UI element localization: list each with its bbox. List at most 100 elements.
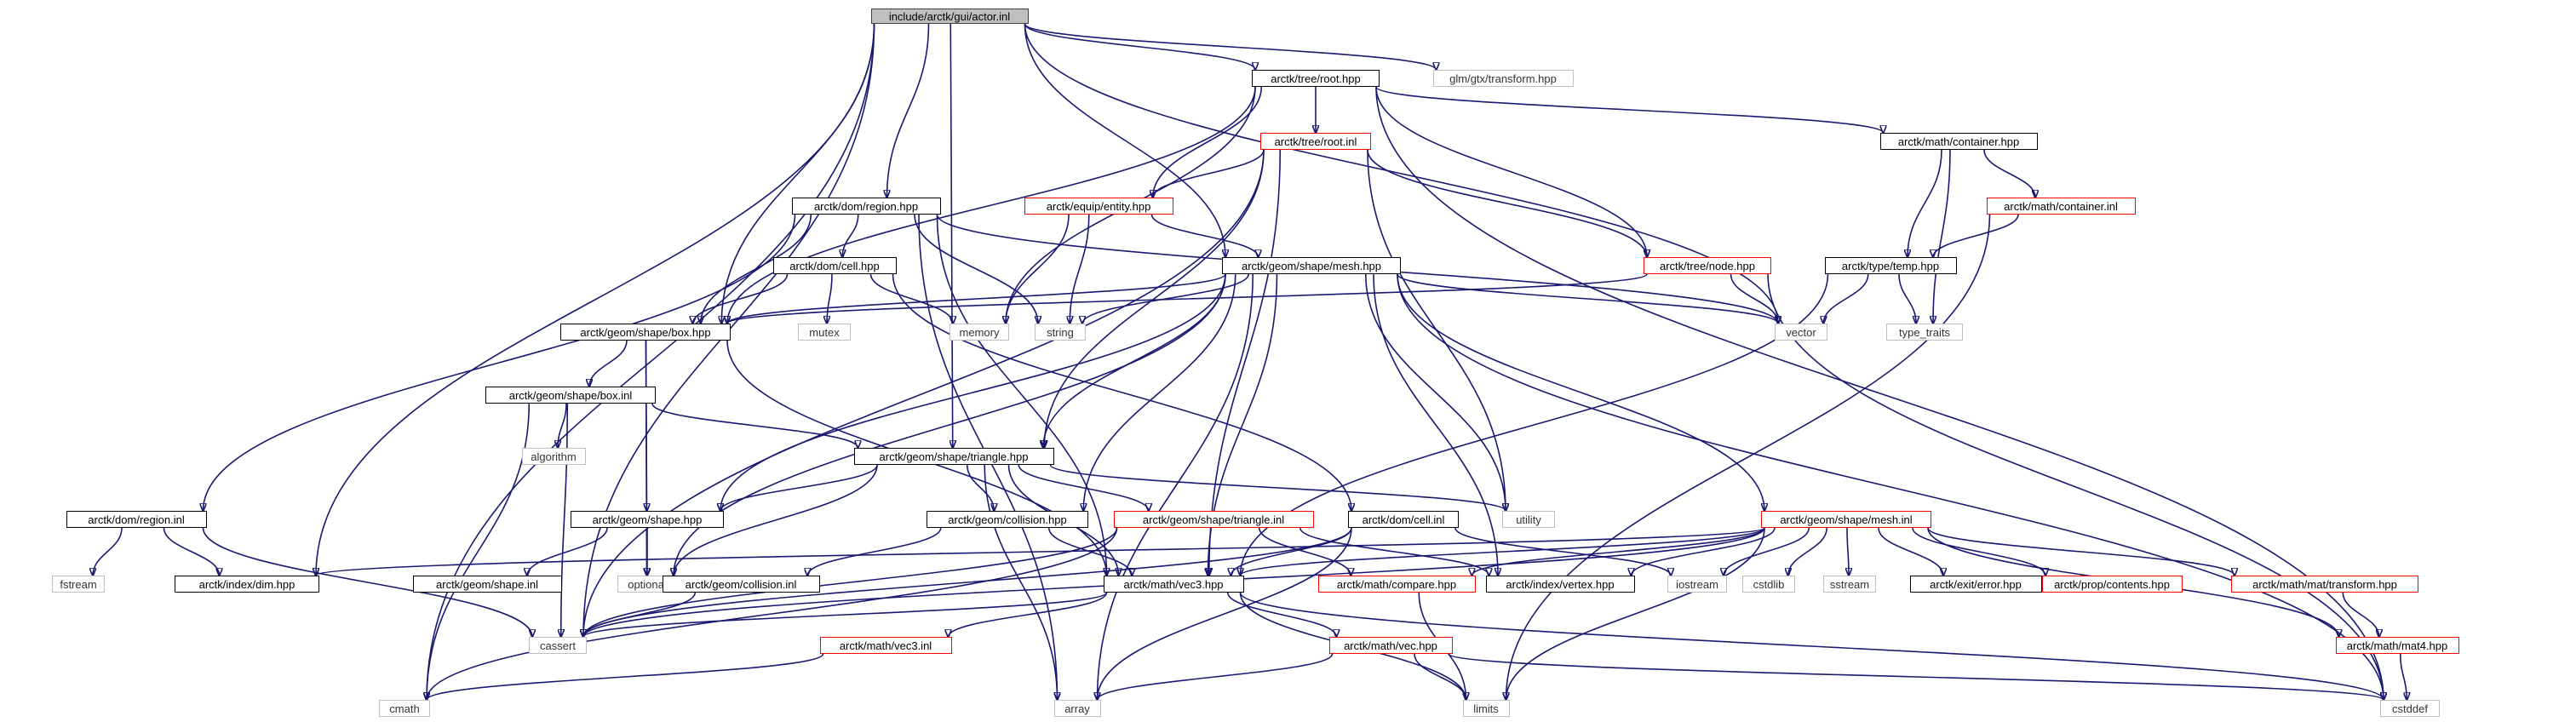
edge-shape-mesh-hpp-to-shape-box-hpp <box>727 273 1226 324</box>
edge-actor-inl-to-tree-root-hpp <box>1024 23 1256 70</box>
edge-shape-triangle-inl-to-cassert <box>583 527 1118 637</box>
edge-math-container-hpp-to-math-container-inl <box>1983 149 2035 198</box>
edge-actor-inl-to-glm-transform <box>1024 23 1437 70</box>
edge-tree-root-inl-to-shape-triangle-hpp <box>1044 149 1265 448</box>
node-vector: vector <box>1775 324 1827 341</box>
edge-shape-mesh-inl-to-mat-transform-hpp <box>1927 527 2235 576</box>
edge-shape-mesh-inl-to-cstdlib <box>1788 527 1828 576</box>
edge-dom-region-inl-to-fstream <box>93 527 123 576</box>
edge-shape-mesh-inl-to-iostream <box>1724 527 1810 576</box>
edge-math-vec3-hpp-to-cassert <box>583 592 1108 637</box>
edge-math-vec3-hpp-to-math-vec-hpp <box>1226 592 1337 637</box>
edge-dom-cell-hpp-to-memory <box>869 273 954 324</box>
edge-shape-mesh-hpp-to-math-vec3-hpp <box>1208 273 1278 576</box>
edge-shape-mesh-inl-to-index-dim-hpp <box>316 527 1765 576</box>
edge-dom-region-hpp-to-dom-cell-hpp <box>842 214 859 257</box>
edge-shape-box-hpp-to-shape-box-inl <box>589 340 628 387</box>
edge-tree-root-inl-to-cassert <box>583 149 1265 637</box>
node-dom-cell-hpp[interactable]: arctk/dom/cell.hpp <box>772 257 897 274</box>
edge-shape-triangle-hpp-to-geom-collision-hpp <box>966 464 995 511</box>
node-math-container-inl[interactable]: arctk/math/container.inl <box>1986 198 2136 215</box>
node-tree-node-hpp[interactable]: arctk/tree/node.hpp <box>1644 257 1771 274</box>
node-cstdlib: cstdlib <box>1742 576 1795 593</box>
node-dom-region-hpp[interactable]: arctk/dom/region.hpp <box>791 198 941 215</box>
edge-tree-root-hpp-to-math-container-hpp <box>1375 86 1884 133</box>
edge-tree-root-hpp-to-equip-entity-hpp <box>1153 86 1263 198</box>
edge-math-mat4-hpp-to-cstddef <box>2399 653 2407 700</box>
node-shape-box-inl[interactable]: arctk/geom/shape/box.inl <box>485 387 656 404</box>
edge-tree-node-hpp-to-cstddef <box>1767 273 2384 700</box>
edge-shape-mesh-inl-to-index-vertex-hpp <box>1632 527 1776 576</box>
edge-dom-cell-inl-to-math-vec3-hpp <box>1231 527 1352 576</box>
node-actor-inl: include/arctk/gui/actor.inl <box>870 9 1029 24</box>
node-memory: memory <box>950 324 1009 341</box>
edge-type-temp-hpp-to-math-vec3-hpp <box>1241 273 1829 576</box>
node-math-vec3-hpp[interactable]: arctk/math/vec3.hpp <box>1103 576 1244 593</box>
node-shape-box-hpp[interactable]: arctk/geom/shape/box.hpp <box>560 324 731 341</box>
edge-tree-root-inl-to-tree-node-hpp <box>1367 149 1647 257</box>
node-mat-transform-hpp[interactable]: arctk/math/mat/transform.hpp <box>2231 576 2418 593</box>
edge-shape-mesh-hpp-to-array <box>1098 273 1254 700</box>
edge-shape-triangle-inl-to-cmath <box>427 527 1118 700</box>
node-geom-shape-hpp[interactable]: arctk/geom/shape.hpp <box>571 511 724 528</box>
edge-tree-root-inl-to-math-vec3-hpp <box>1209 149 1282 576</box>
edge-actor-inl-to-dom-region-hpp <box>887 23 930 198</box>
node-index-vertex-hpp[interactable]: arctk/index/vertex.hpp <box>1485 576 1635 593</box>
node-index-dim-hpp[interactable]: arctk/index/dim.hpp <box>175 576 319 593</box>
edge-shape-triangle-inl-to-index-vertex-hpp <box>1299 527 1489 576</box>
node-geom-shape-inl[interactable]: arctk/geom/shape.inl <box>412 576 562 593</box>
node-type-temp-hpp[interactable]: arctk/type/temp.hpp <box>1824 257 1957 274</box>
node-math-mat4-hpp[interactable]: arctk/math/mat4.hpp <box>2335 637 2459 654</box>
edge-actor-inl-to-cmath <box>427 23 875 700</box>
edge-shape-mesh-inl-to-prop-contents-hpp <box>1912 527 2045 576</box>
edge-math-container-hpp-to-type-traits <box>1933 149 1951 324</box>
node-dom-region-inl[interactable]: arctk/dom/region.inl <box>66 511 207 528</box>
edge-tree-root-inl-to-equip-entity-hpp <box>1153 149 1265 198</box>
node-glm-transform: glm/gtx/transform.hpp <box>1432 70 1574 87</box>
edge-shape-mesh-inl-to-math-vec3-hpp <box>1241 527 1765 576</box>
node-cstddef: cstddef <box>2380 700 2440 717</box>
edge-shape-box-inl-to-algorithm <box>558 403 567 448</box>
edge-shape-triangle-hpp-to-utility <box>1049 464 1506 511</box>
node-math-container-hpp[interactable]: arctk/math/container.hpp <box>1879 133 2038 150</box>
node-shape-triangle-hpp[interactable]: arctk/geom/shape/triangle.hpp <box>853 448 1054 465</box>
node-geom-collision-hpp[interactable]: arctk/geom/collision.hpp <box>927 511 1088 528</box>
node-math-vec-hpp[interactable]: arctk/math/vec.hpp <box>1328 637 1453 654</box>
edge-dom-region-inl-to-index-dim-hpp <box>163 527 220 576</box>
edge-actor-inl-to-shape-triangle-hpp <box>950 23 953 448</box>
node-algorithm: algorithm <box>521 448 586 465</box>
node-shape-mesh-hpp[interactable]: arctk/geom/shape/mesh.hpp <box>1222 257 1401 274</box>
edge-math-container-inl-to-type-temp-hpp <box>1933 214 2019 257</box>
node-geom-collision-inl[interactable]: arctk/geom/collision.inl <box>662 576 820 593</box>
edge-dom-cell-inl-to-iostream <box>1454 527 1671 576</box>
edge-tree-root-hpp-to-shape-box-hpp <box>727 86 1256 324</box>
edge-math-vec-hpp-to-limits <box>1414 653 1466 700</box>
edge-shape-mesh-hpp-to-geom-collision-hpp <box>1083 273 1236 511</box>
node-tree-root-hpp[interactable]: arctk/tree/root.hpp <box>1252 70 1380 87</box>
node-prop-contents-hpp[interactable]: arctk/prop/contents.hpp <box>2041 576 2183 593</box>
node-math-compare-hpp[interactable]: arctk/math/compare.hpp <box>1317 576 1476 593</box>
node-dom-cell-inl[interactable]: arctk/dom/cell.inl <box>1348 511 1459 528</box>
edge-shape-mesh-hpp-to-vector <box>1397 273 1778 324</box>
edge-shape-box-inl-to-cassert <box>561 403 569 637</box>
node-equip-entity-hpp[interactable]: arctk/equip/entity.hpp <box>1024 198 1173 215</box>
edge-dom-cell-hpp-to-dom-cell-inl <box>892 273 1352 511</box>
node-math-vec3-inl[interactable]: arctk/math/vec3.inl <box>819 637 952 654</box>
node-type-traits: type_traits <box>1886 324 1963 341</box>
edge-actor-inl-to-shape-mesh-hpp <box>1024 23 1226 257</box>
edge-tree-root-hpp-to-tree-node-hpp <box>1375 86 1647 257</box>
node-exit-error-hpp[interactable]: arctk/exit/error.hpp <box>1909 576 2042 593</box>
edge-math-container-inl-to-limits <box>1506 214 1991 700</box>
node-shape-triangle-inl[interactable]: arctk/geom/shape/triangle.inl <box>1113 511 1314 528</box>
node-mutex: mutex <box>798 324 851 341</box>
node-tree-root-inl[interactable]: arctk/tree/root.inl <box>1260 133 1371 150</box>
edge-math-vec3-hpp-to-cstddef <box>1239 592 2384 700</box>
edge-equip-entity-hpp-to-shape-mesh-hpp <box>1150 214 1259 257</box>
edge-shape-mesh-hpp-to-geom-shape-hpp <box>720 273 1226 511</box>
edge-dom-cell-hpp-to-shape-box-hpp <box>693 273 789 324</box>
edge-shape-mesh-inl-to-sstream <box>1847 527 1849 576</box>
edge-type-temp-hpp-to-vector <box>1823 273 1869 324</box>
node-shape-mesh-inl[interactable]: arctk/geom/shape/mesh.inl <box>1761 511 1931 528</box>
